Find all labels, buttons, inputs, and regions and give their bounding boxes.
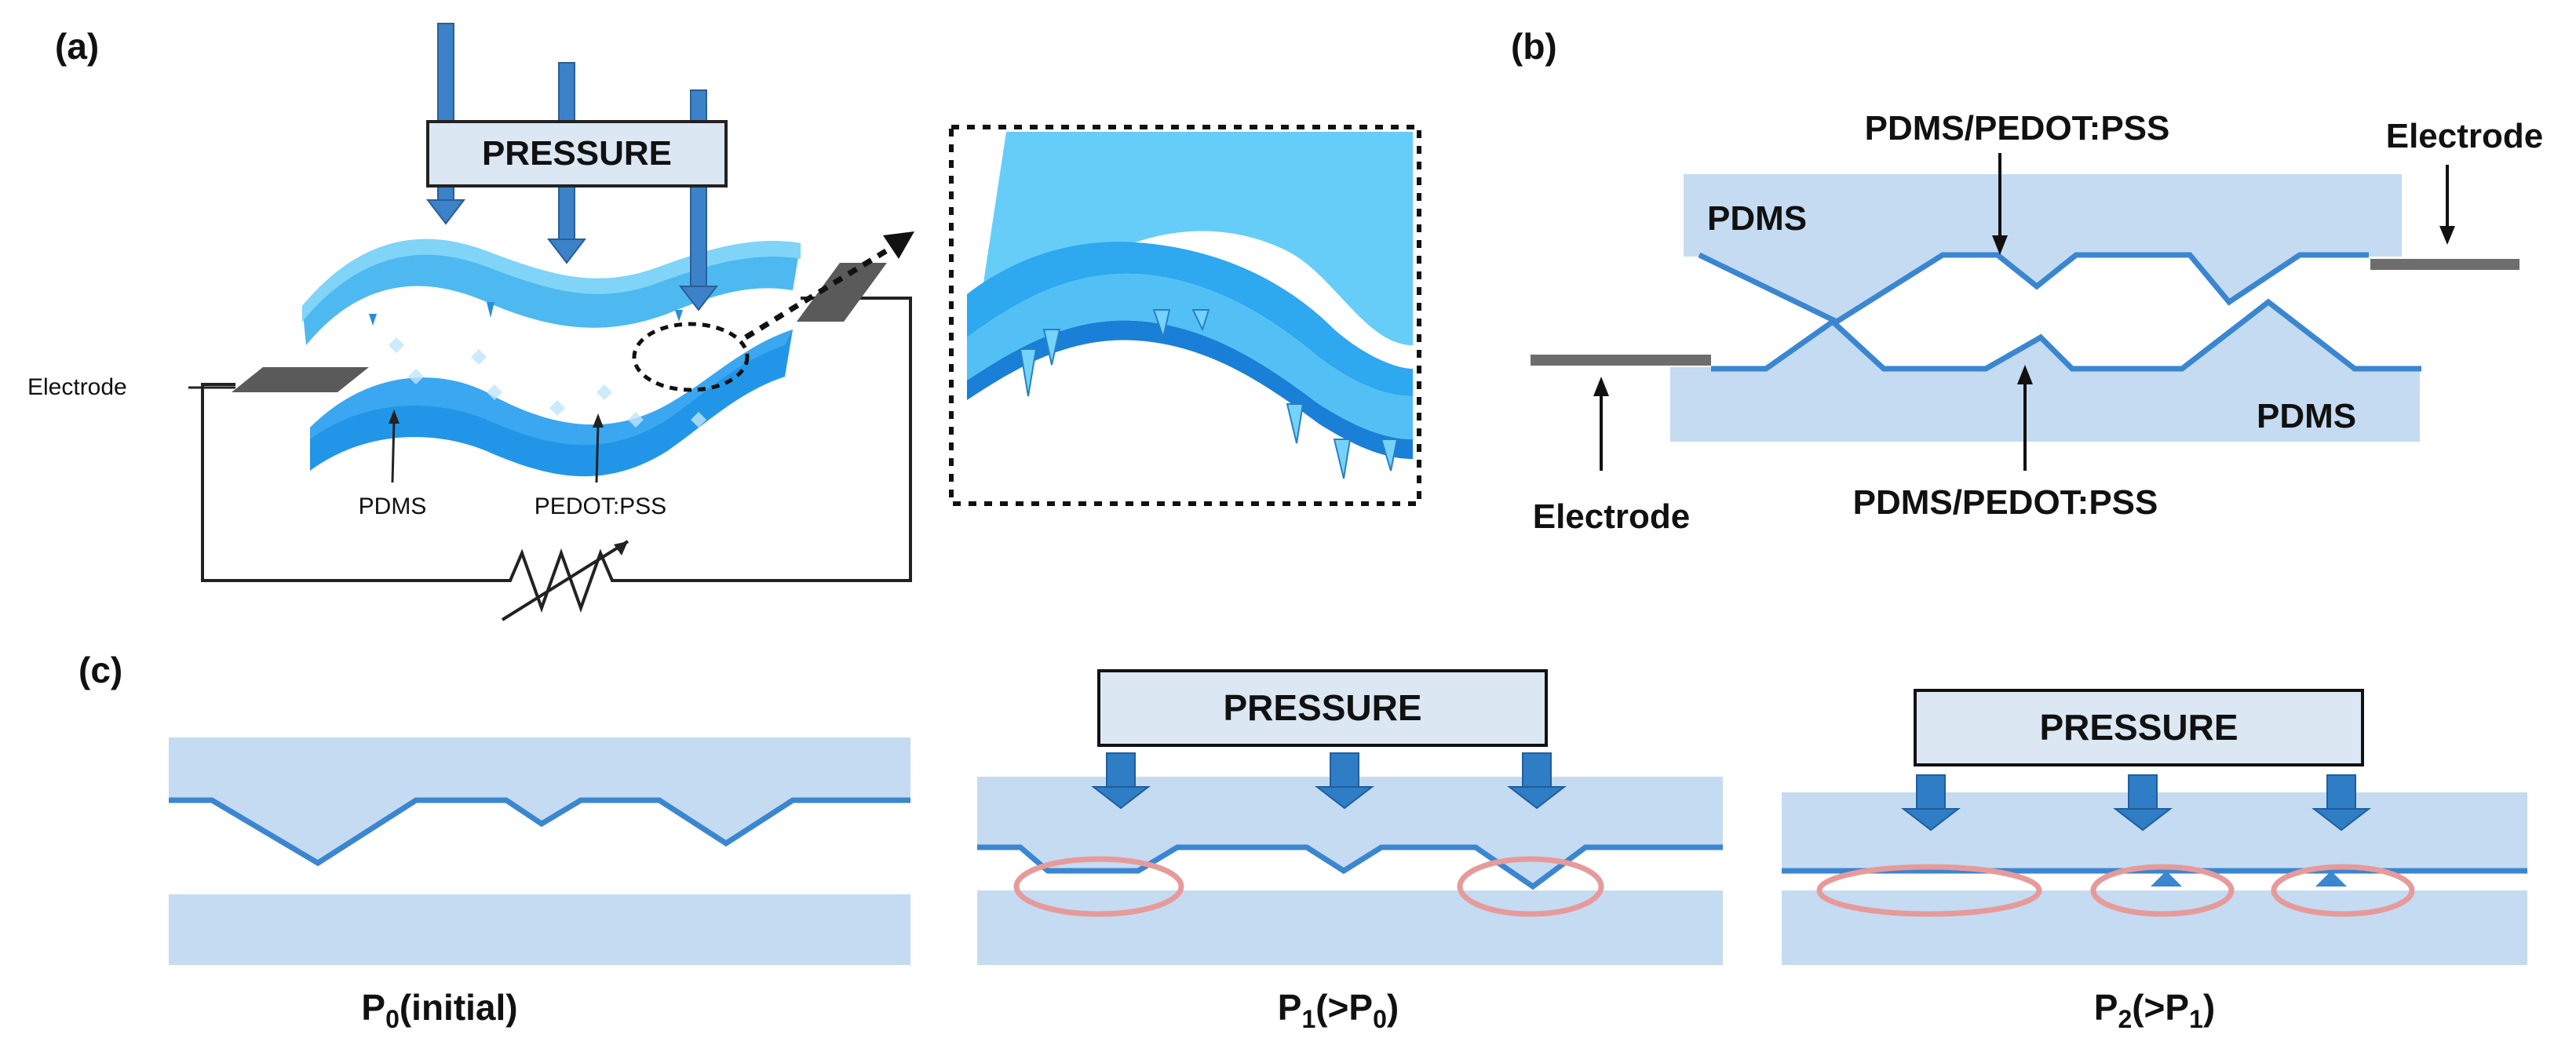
panel-a-label: (a) (55, 26, 99, 67)
zoom-circle (632, 322, 750, 392)
state-p1-label: P1(>P0) (1278, 987, 1399, 1033)
circuit-wire (201, 383, 487, 582)
panel-b-label: (b) (1511, 26, 1557, 67)
pedot-pointer (595, 423, 600, 483)
state-p2-label: P2(>P1) (2094, 987, 2215, 1033)
pressure-box-c2 (1914, 689, 2364, 766)
state-p0: P0(initial) (169, 737, 910, 1033)
bottom-electrode-b (1531, 355, 1711, 366)
pressure-box-c1 (1097, 669, 1548, 747)
panel-c-label: (c) (78, 650, 122, 690)
contact-ring (1816, 864, 2042, 917)
contact-ring (1457, 856, 1604, 917)
top-pyramids-b (1699, 257, 2300, 322)
bottom-pdms-layer-b (1670, 367, 2420, 442)
top-electrode-b (2370, 259, 2519, 270)
bottom-pdms-label-b: PDMS (2257, 397, 2356, 435)
pressure-label-c1: PRESSURE (1223, 687, 1421, 728)
pressure-arrows-c2 (1901, 774, 2371, 832)
contact-ring (2090, 864, 2235, 917)
bottom-interface-line-b (1711, 298, 2421, 372)
electrode-label-a: Electrode (27, 374, 127, 400)
bottom-sheet (310, 330, 793, 477)
contact-ring (2271, 864, 2415, 917)
zoom-arrow (744, 241, 900, 340)
state-p2: PRESSURE P2(>P1) (1782, 689, 2527, 1033)
panel-a: (a) (27, 23, 1421, 621)
top-interface-label-b: PDMS/PEDOT:PSS (1865, 109, 2170, 147)
contact-ring (1013, 856, 1184, 917)
pdms-label-a: PDMS (359, 493, 427, 519)
bottom-electrode-label-b: Electrode (1533, 497, 1691, 536)
pressure-label-c2: PRESSURE (2039, 707, 2238, 748)
electrode-strip-top (797, 263, 887, 322)
pdms-pointer (391, 419, 396, 483)
pedot-label-a: PEDOT:PSS (535, 493, 666, 519)
top-electrode-label-b: Electrode (2386, 117, 2544, 155)
panel-b: (b) PDMS PDMS PDMS/PEDOT:PSS Electrode P… (1511, 26, 2543, 536)
top-pdms-label-b: PDMS (1707, 199, 1807, 238)
pressure-label-a: PRESSURE (482, 134, 672, 173)
zoom-inset (949, 125, 1421, 506)
state-p0-label: P0(initial) (361, 987, 517, 1033)
state-p1: PRESSURE P1(>P0) (977, 669, 1723, 1033)
variable-resistor-icon (487, 540, 629, 621)
top-sheet (302, 238, 801, 345)
top-pdms-layer-b (1684, 174, 2402, 257)
electrode-strip-bottom (232, 367, 369, 392)
pressure-box-a (426, 120, 728, 188)
top-interface-line-b (1698, 252, 2369, 325)
bottom-interface-label-b: PDMS/PEDOT:PSS (1853, 483, 2158, 522)
pressure-arrows-c1 (1091, 752, 1567, 810)
panel-c: (c) P0(initial) PRESSURE (78, 650, 2527, 1033)
